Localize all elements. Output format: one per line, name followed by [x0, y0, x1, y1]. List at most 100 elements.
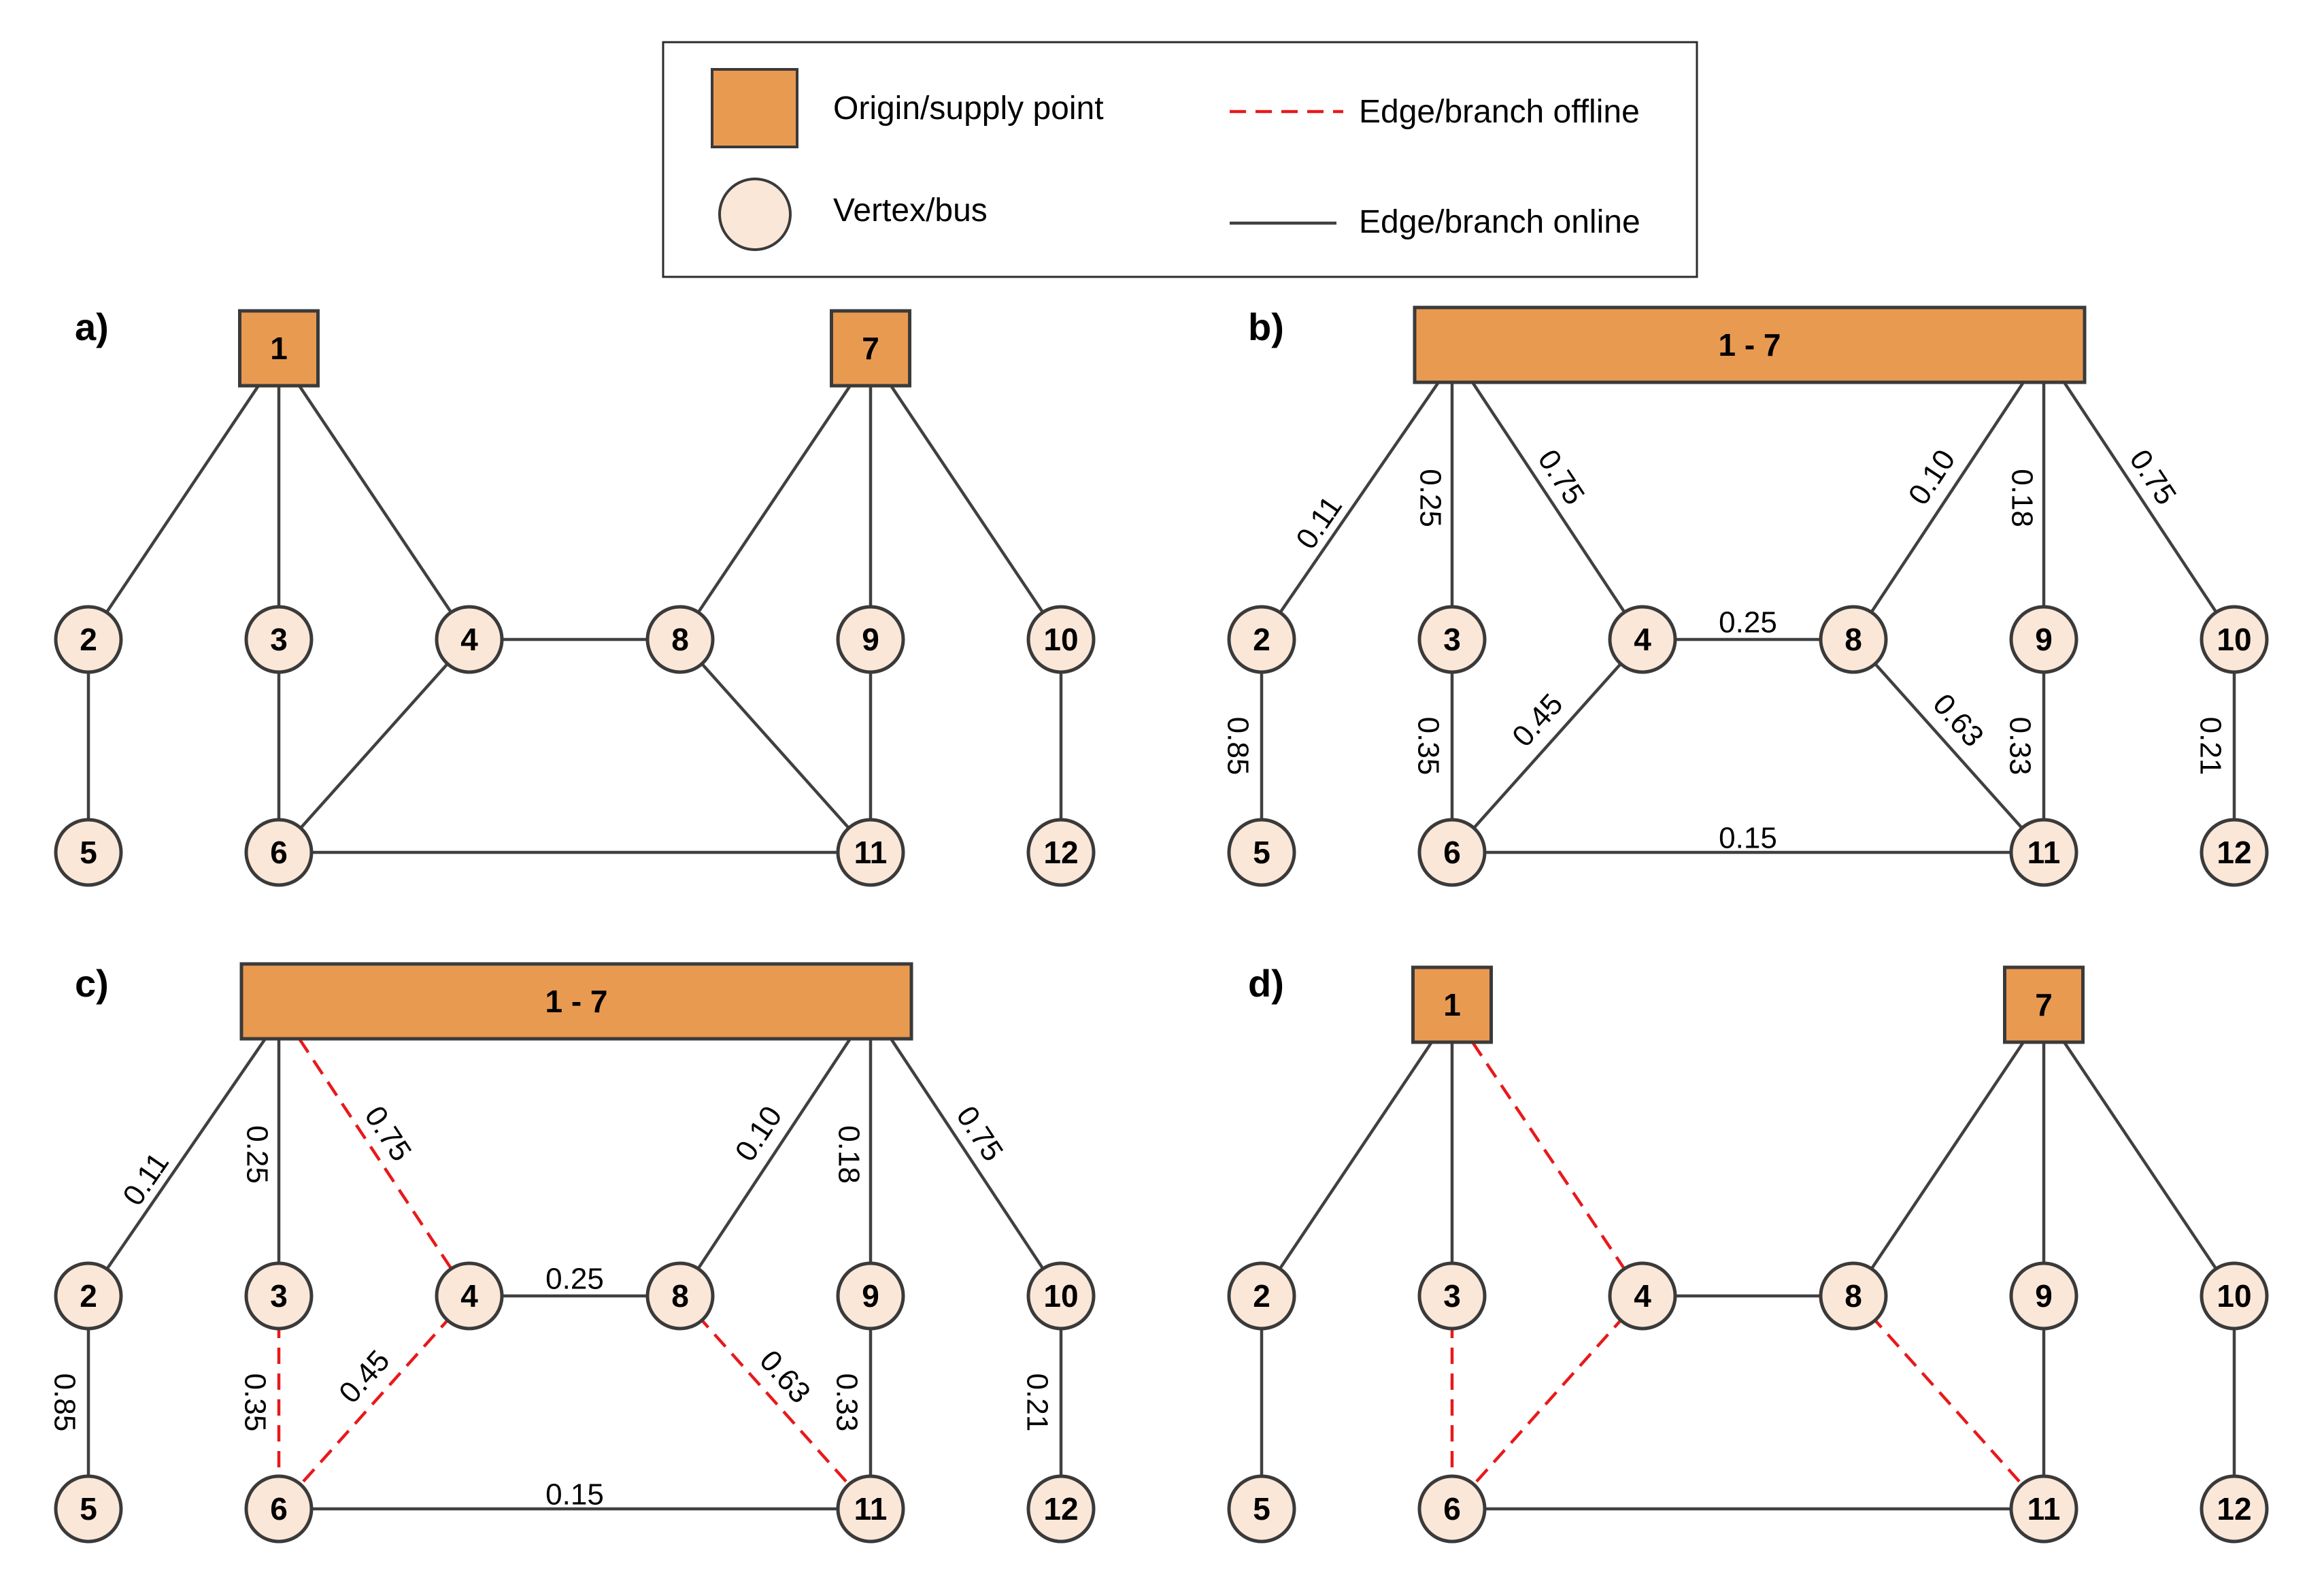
edge-weight-label: 0.45 [333, 1344, 397, 1410]
legend-vertex-label: Vertex/bus [833, 193, 988, 229]
vertex-5 [54, 818, 123, 887]
edge-weight-label: 0.35 [1411, 717, 1445, 776]
vertex-6 [1417, 818, 1487, 887]
vertex-label: 6 [270, 1491, 288, 1527]
vertex-label: 6 [1443, 835, 1461, 870]
edge-weight-label: 0.10 [1902, 444, 1962, 510]
source-node-label: 7 [862, 331, 879, 366]
vertex-label: 10 [1043, 622, 1078, 657]
vertex-5 [54, 1474, 123, 1544]
vertex-label: 10 [2217, 622, 2251, 657]
vertex-12 [2200, 818, 2269, 887]
edge-4-6 [1451, 638, 1644, 854]
panel-label: a) [75, 305, 109, 348]
merged-source-label: 1 - 7 [1718, 327, 1781, 363]
edge-weight-label: 0.45 [1506, 688, 1570, 753]
vertex-4 [435, 605, 504, 674]
edge-8-11 [679, 638, 872, 854]
vertex-4 [1608, 1261, 1677, 1331]
edge-weight-label: 0.75 [2123, 444, 2183, 510]
vertex-12 [1026, 818, 1096, 887]
edge-weight-label: 0.25 [240, 1125, 273, 1184]
edge-weight-label: 0.10 [729, 1100, 789, 1167]
vertex-label: 8 [1845, 622, 1862, 657]
source-node-label: 1 [1443, 987, 1461, 1022]
panel-label: b) [1248, 305, 1284, 348]
edge-7-8 [679, 384, 852, 641]
edge-src-8 [679, 1037, 852, 1297]
vertex-11 [836, 1474, 905, 1544]
vertex-label: 3 [270, 1278, 288, 1314]
vertex-10 [2200, 1261, 2269, 1331]
vertex-9 [2009, 605, 2078, 674]
vertex-4 [1608, 605, 1677, 674]
vertex-5 [1227, 1474, 1296, 1544]
vertex-9 [2009, 1261, 2078, 1331]
edge-7-8 [1852, 1041, 2025, 1297]
vertex-label: 3 [270, 622, 288, 657]
edge-7-10 [2063, 1041, 2236, 1297]
vertex-11 [836, 818, 905, 887]
vertex-10 [1026, 605, 1096, 674]
vertex-6 [244, 818, 314, 887]
edge-weight-label: 0.75 [949, 1100, 1009, 1167]
source-node-1 [238, 309, 320, 388]
vertex-9 [836, 1261, 905, 1331]
source-node-1 [1411, 965, 1493, 1044]
legend-origin-swatch [711, 68, 798, 148]
edge-weight-label: 0.15 [545, 1478, 604, 1512]
panel-label: c) [75, 962, 109, 1005]
vertex-label: 4 [460, 1278, 478, 1314]
vertex-label: 8 [671, 622, 689, 657]
edge-src-8 [1852, 381, 2025, 641]
edge-1-2 [1260, 1041, 1433, 1297]
edge-weight-label: 0.33 [2003, 717, 2036, 776]
edge-7-10 [890, 384, 1062, 641]
legend-origin-label: Origin/supply point [833, 90, 1104, 127]
vertex-label: 3 [1443, 1278, 1461, 1314]
edge-src-4 [298, 1037, 471, 1297]
merged-source-label: 1 - 7 [545, 984, 607, 1019]
vertex-label: 12 [2217, 835, 2251, 870]
vertex-label: 8 [1845, 1278, 1862, 1314]
edge-weight-label: 0.33 [830, 1373, 863, 1432]
vertex-2 [1227, 605, 1296, 674]
source-node-7 [830, 309, 911, 388]
vertex-3 [244, 605, 314, 674]
edge-weight-label: 0.25 [545, 1263, 604, 1296]
edge-1-4 [1471, 1041, 1644, 1297]
vertex-8 [645, 1261, 715, 1331]
edge-weight-label: 0.63 [1926, 688, 1990, 753]
vertex-label: 12 [1043, 1491, 1078, 1527]
legend-box [662, 41, 1698, 278]
edge-src-10 [890, 1037, 1062, 1297]
source-node-label: 7 [2035, 987, 2053, 1022]
edge-weight-label: 0.11 [116, 1146, 175, 1212]
edge-8-11 [1852, 1295, 2045, 1510]
vertex-label: 10 [1043, 1278, 1078, 1314]
edge-weight-label: 0.63 [753, 1344, 817, 1410]
edge-weight-label: 0.25 [1719, 606, 1777, 639]
legend-vertex-swatch [718, 178, 792, 251]
vertex-label: 9 [2035, 1278, 2053, 1314]
vertex-2 [1227, 1261, 1296, 1331]
vertex-8 [1819, 605, 1888, 674]
vertex-10 [2200, 605, 2269, 674]
edge-weight-label: 0.21 [1020, 1373, 1054, 1432]
edge-weight-label: 0.21 [2193, 717, 2227, 776]
vertex-label: 11 [2027, 1491, 2061, 1527]
legend: Origin/supply point Vertex/bus Edge/bran… [662, 41, 1698, 278]
vertex-2 [54, 605, 123, 674]
vertex-label: 8 [671, 1278, 689, 1314]
vertex-label: 9 [862, 622, 879, 657]
edge-8-11 [1852, 638, 2045, 854]
vertex-label: 5 [80, 835, 97, 870]
vertex-3 [1417, 605, 1487, 674]
edge-weight-label: 0.25 [1413, 469, 1447, 527]
vertex-label: 2 [1253, 1278, 1270, 1314]
